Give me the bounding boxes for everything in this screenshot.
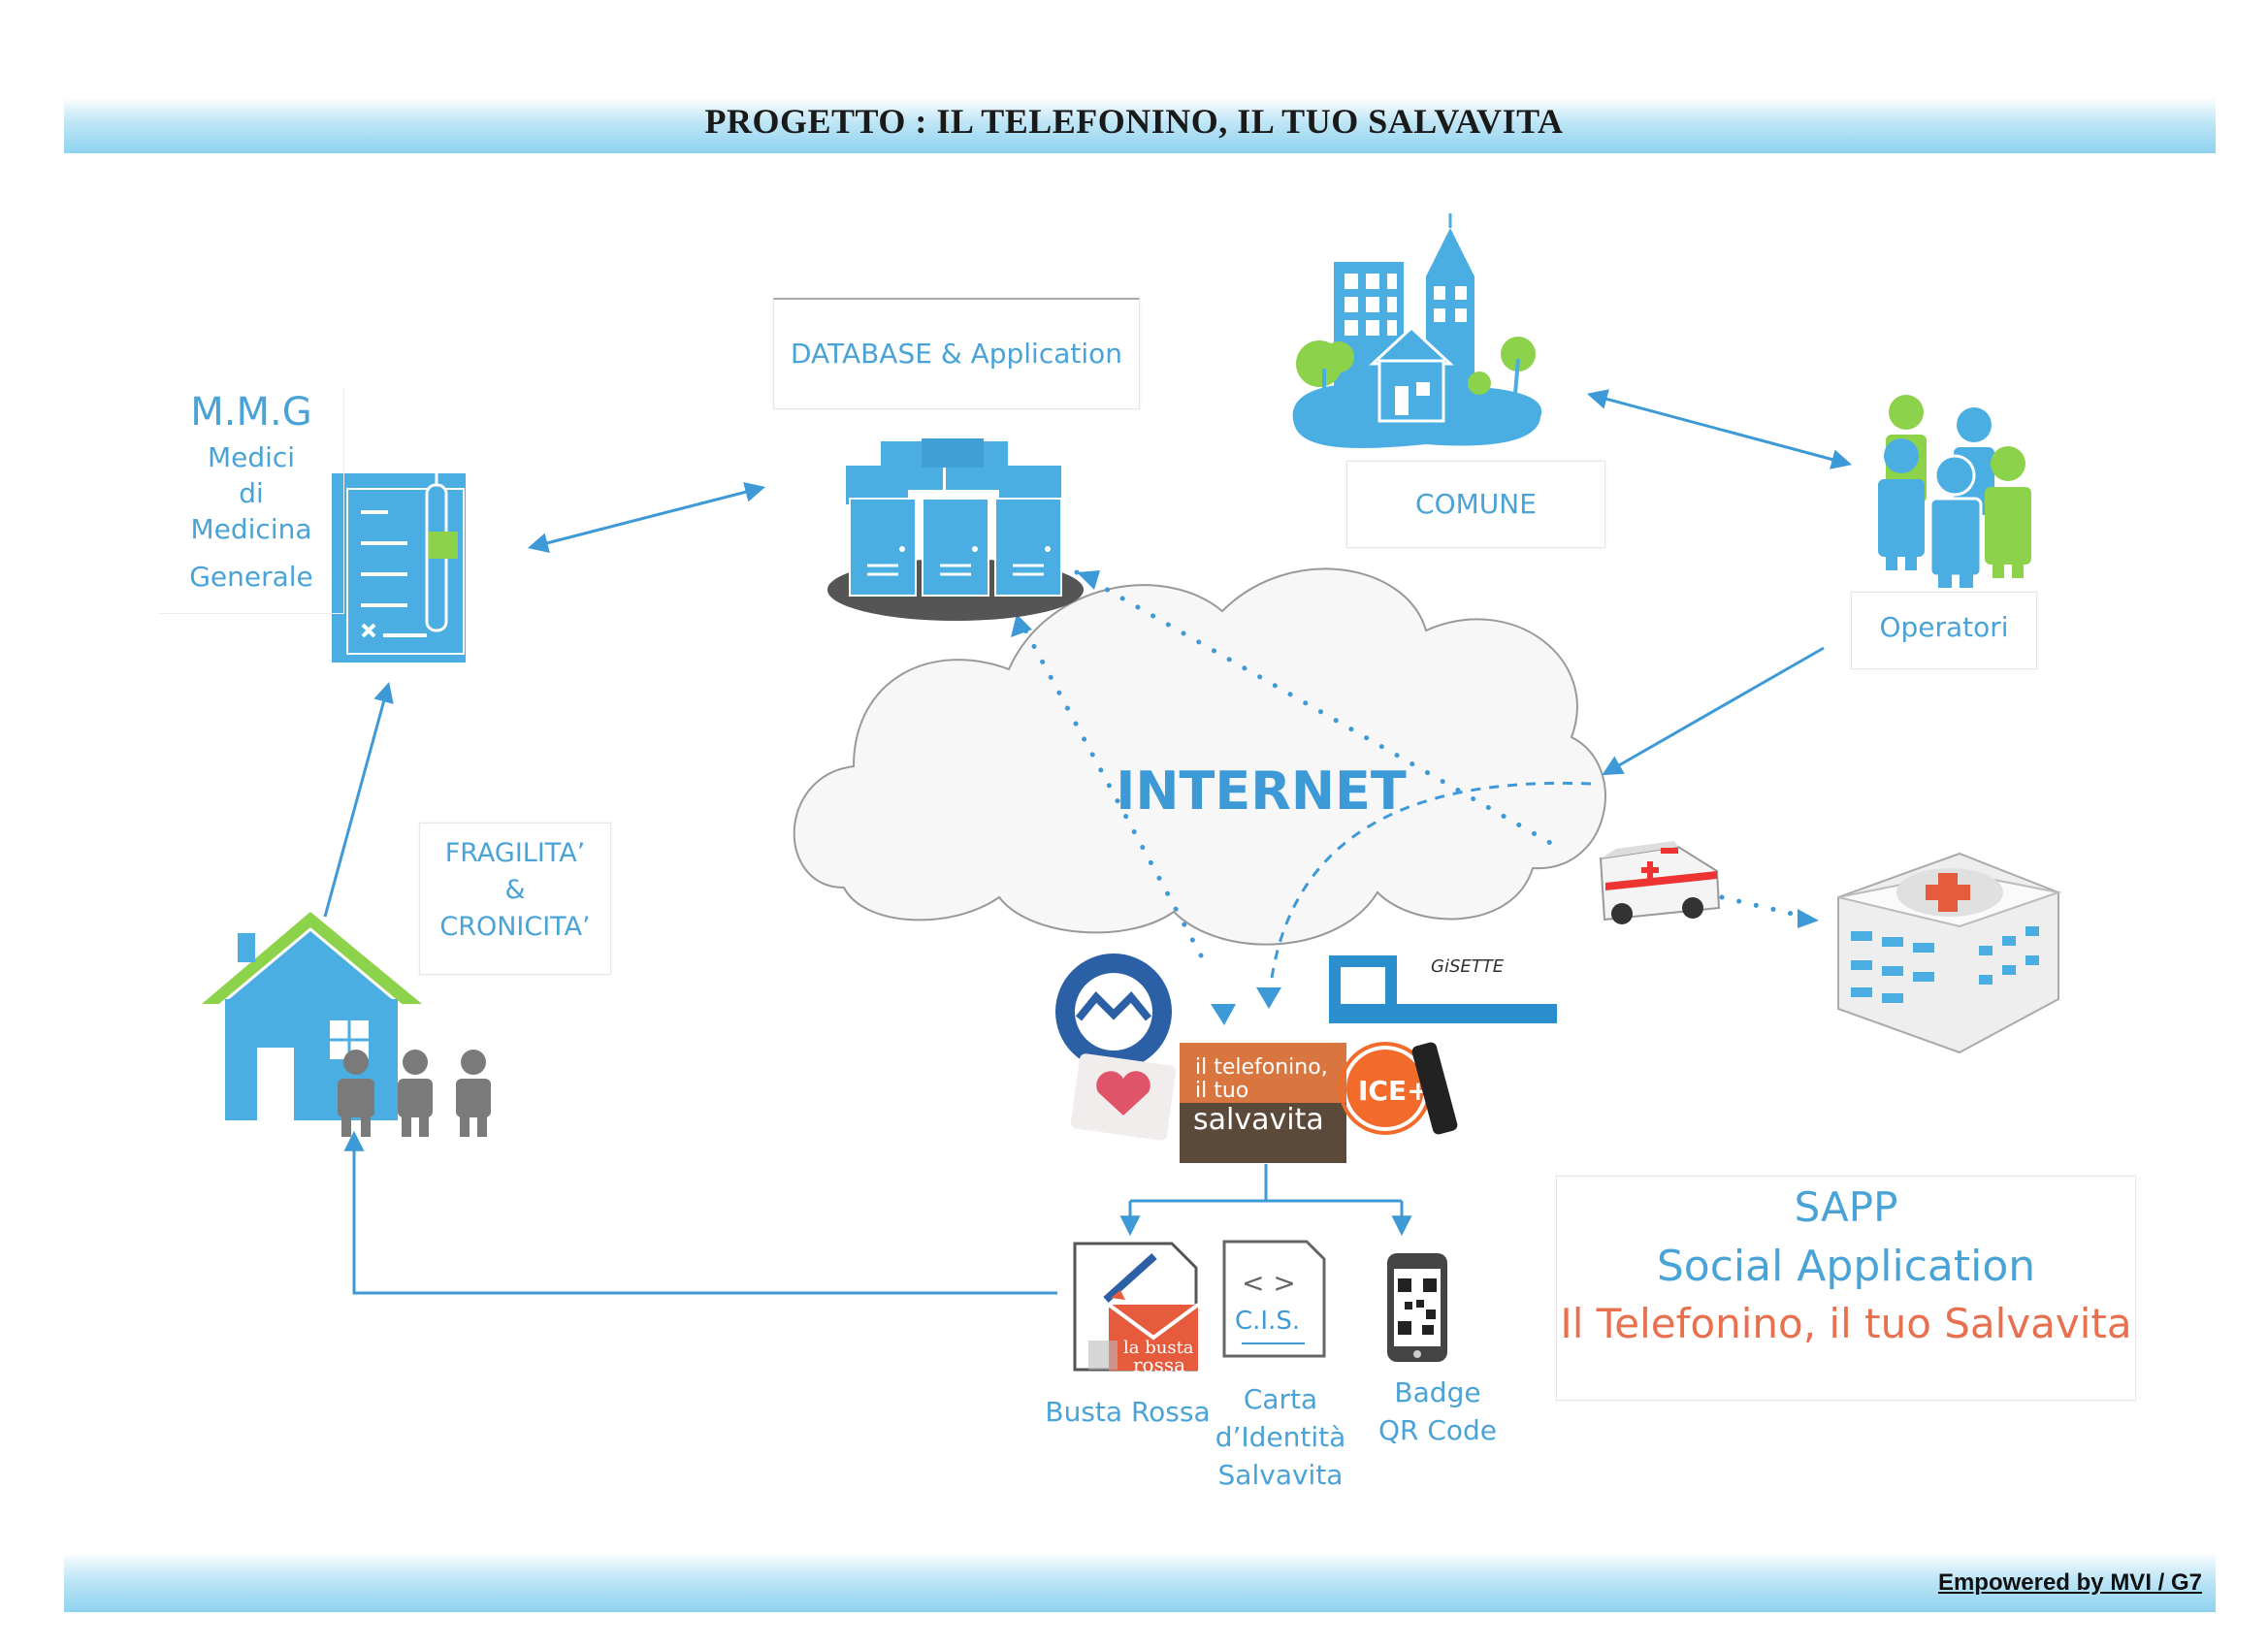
- mvi-logo: [1055, 954, 1172, 1070]
- cis-line-2: d’Identità: [1215, 1421, 1346, 1453]
- comune-label-box: COMUNE: [1346, 461, 1605, 548]
- connector-arrows: [323, 389, 1853, 1295]
- gisette-logo-text: GiSETTE: [1431, 956, 1505, 977]
- internet-label: INTERNET: [1116, 760, 1407, 822]
- sapp-line-2: Social Application: [1656, 1241, 2036, 1291]
- mmg-line-1: Medici: [207, 441, 296, 473]
- arrow-busta-home: [343, 1130, 1057, 1295]
- fragilita-line-3: CRONICITA’: [439, 911, 591, 942]
- mmg-line-3: Medicina: [190, 513, 312, 545]
- city-icon: [1292, 213, 1542, 449]
- hospital-icon: [1837, 852, 2062, 1054]
- cis-line-1: Carta: [1243, 1383, 1318, 1415]
- mmg-label-box: M.M.G Medici di Medicina Generale: [159, 388, 344, 614]
- mmg-line-4: Generale: [189, 561, 313, 593]
- arrow-operatori-internet: [1602, 646, 1825, 776]
- dotted-ambulance-hospital: [1719, 894, 1807, 920]
- busta-icon-text-1: la busta: [1123, 1338, 1194, 1358]
- database-label: DATABASE & Application: [790, 338, 1123, 370]
- operatori-label-box: Operatori: [1851, 592, 2037, 669]
- busta-icon-text-2: rossa: [1133, 1353, 1185, 1376]
- comune-label: COMUNE: [1415, 488, 1537, 520]
- arrow-home-mmg: [323, 681, 394, 918]
- arrow-mmg-database: [527, 482, 766, 553]
- cis-icon-code: < >: [1242, 1267, 1296, 1299]
- gisette-logo: GiSETTE: [1329, 955, 1557, 1023]
- database-server-icon: [827, 438, 1084, 621]
- operatori-label: Operatori: [1879, 611, 2009, 643]
- sapp-line-3: Il Telefonino, il tuo Salvavita: [1560, 1299, 2132, 1347]
- mmg-heading: M.M.G: [190, 390, 312, 435]
- busta-rossa-label: Busta Rossa: [1045, 1396, 1211, 1428]
- home-family-icon: [202, 912, 491, 1137]
- page-title: PROGETTO : IL TELEFONINO, IL TUO SALVAVI…: [704, 102, 1564, 141]
- sapp-label-box: SAPP Social Application Il Telefonino, i…: [1556, 1176, 2136, 1401]
- cis-label: Carta d’Identità Salvavita: [1193, 1382, 1368, 1492]
- app-logo-line3: salvavita: [1193, 1103, 1324, 1137]
- mmg-line-2: di: [239, 477, 264, 509]
- badge-line-2: QR Code: [1377, 1414, 1498, 1446]
- ambulance-icon: [1599, 841, 1721, 924]
- badge-line-1: Badge: [1394, 1376, 1481, 1408]
- heart-sticker-icon: [1070, 1053, 1177, 1141]
- internet-cloud-icon: [793, 567, 1606, 946]
- footer-band: [64, 1552, 2216, 1612]
- database-label-box: DATABASE & Application: [773, 298, 1140, 409]
- cis-line-3: Salvavita: [1217, 1459, 1344, 1491]
- badge-label: Badge QR Code: [1350, 1375, 1525, 1447]
- dotted-database-ambulance: [1074, 569, 1555, 847]
- dashed-internet-app: [1269, 781, 1592, 986]
- fragilita-line-2: &: [504, 874, 526, 905]
- fragilita-line-1: FRAGILITA’: [444, 838, 586, 868]
- arrow-comune-operatori: [1586, 389, 1853, 469]
- footer-credit: Empowered by MVI / G7: [1937, 1569, 2202, 1596]
- fragilita-label-box: FRAGILITA’ & CRONICITA’: [419, 823, 611, 975]
- app-logo-line2: il tuo: [1195, 1079, 1248, 1103]
- dotted-app-database: [1014, 611, 1204, 958]
- cis-icon-text: C.I.S.: [1235, 1307, 1300, 1336]
- busta-rossa-icon: la busta rossa: [1073, 1242, 1200, 1376]
- app-logo: il telefonino, il tuo salvavita ICE+: [1180, 1042, 1458, 1163]
- header-band: [64, 97, 2216, 153]
- cis-document-icon: < > C.I.S.: [1222, 1240, 1326, 1358]
- qr-phone-icon: [1387, 1253, 1447, 1362]
- app-logo-line1: il telefonino,: [1195, 1055, 1328, 1080]
- phone-icon: [1411, 1042, 1458, 1135]
- ice-badge: ICE+: [1358, 1075, 1430, 1107]
- medical-clipboard-icon: [332, 468, 466, 663]
- dotted-links: [1014, 569, 1807, 958]
- operators-group-icon: [1878, 395, 2031, 588]
- sapp-line-1: SAPP: [1794, 1183, 1898, 1231]
